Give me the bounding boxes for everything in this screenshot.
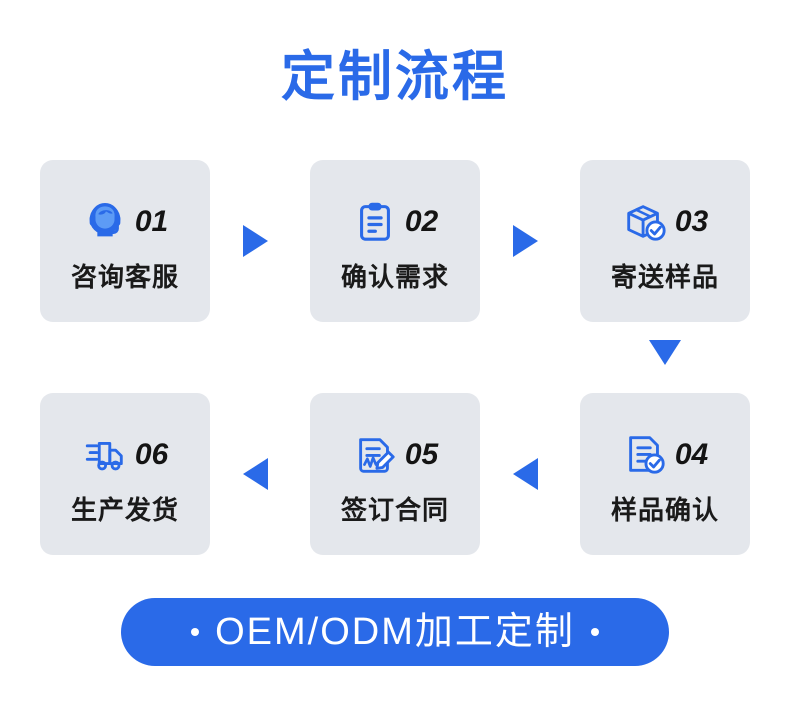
step-number: 06 [134, 438, 169, 471]
step-card-header: 03 [622, 194, 708, 248]
step-label: 样品确认 [610, 495, 719, 525]
process-step-card-06[interactable]: 06 生产发货 [40, 393, 210, 555]
step-card-header: 02 [352, 194, 438, 248]
arrow-step3-to-step4-icon [649, 340, 681, 365]
step-card-header: 05 [352, 427, 438, 481]
process-step-card-02[interactable]: 02 确认需求 [310, 160, 480, 322]
step-number: 05 [404, 438, 439, 471]
process-row-bottom: 06 生产发货 05 签订合同 [40, 393, 750, 555]
banner-label: OEM/ODM加工定制 [215, 611, 575, 653]
page-title: 定制流程 [281, 47, 509, 107]
process-row-top: 01 咨询客服 02 确认需求 [40, 160, 750, 322]
step-label: 确认需求 [340, 262, 449, 292]
step-card-header: 01 [82, 194, 168, 248]
step-label: 咨询客服 [70, 262, 179, 292]
banner-dot-left-icon [191, 628, 200, 636]
step-label: 寄送样品 [610, 262, 719, 292]
process-step-card-04[interactable]: 04 样品确认 [580, 393, 750, 555]
headset-support-icon [82, 198, 128, 244]
step-card-header: 04 [622, 427, 708, 481]
step-label: 生产发货 [70, 495, 179, 525]
arrow-step4-to-step5-icon [513, 458, 538, 490]
step-number: 01 [134, 205, 169, 238]
step-card-header: 06 [82, 427, 168, 481]
delivery-truck-icon [82, 431, 128, 477]
arrow-step2-to-step3-icon [513, 225, 538, 257]
document-check-icon [622, 431, 668, 477]
step-number: 04 [674, 438, 709, 471]
clipboard-icon [352, 198, 398, 244]
step-number: 03 [674, 205, 709, 238]
oem-odm-banner[interactable]: OEM/ODM加工定制 [121, 598, 669, 666]
arrow-step1-to-step2-icon [243, 225, 268, 257]
contract-sign-icon [352, 431, 398, 477]
step-label: 签订合同 [340, 495, 449, 525]
step-number: 02 [404, 205, 439, 238]
arrow-step5-to-step6-icon [243, 458, 268, 490]
package-check-icon [622, 198, 668, 244]
process-step-card-05[interactable]: 05 签订合同 [310, 393, 480, 555]
banner-dot-right-icon [590, 628, 599, 636]
process-step-card-03[interactable]: 03 寄送样品 [580, 160, 750, 322]
process-step-card-01[interactable]: 01 咨询客服 [40, 160, 210, 322]
